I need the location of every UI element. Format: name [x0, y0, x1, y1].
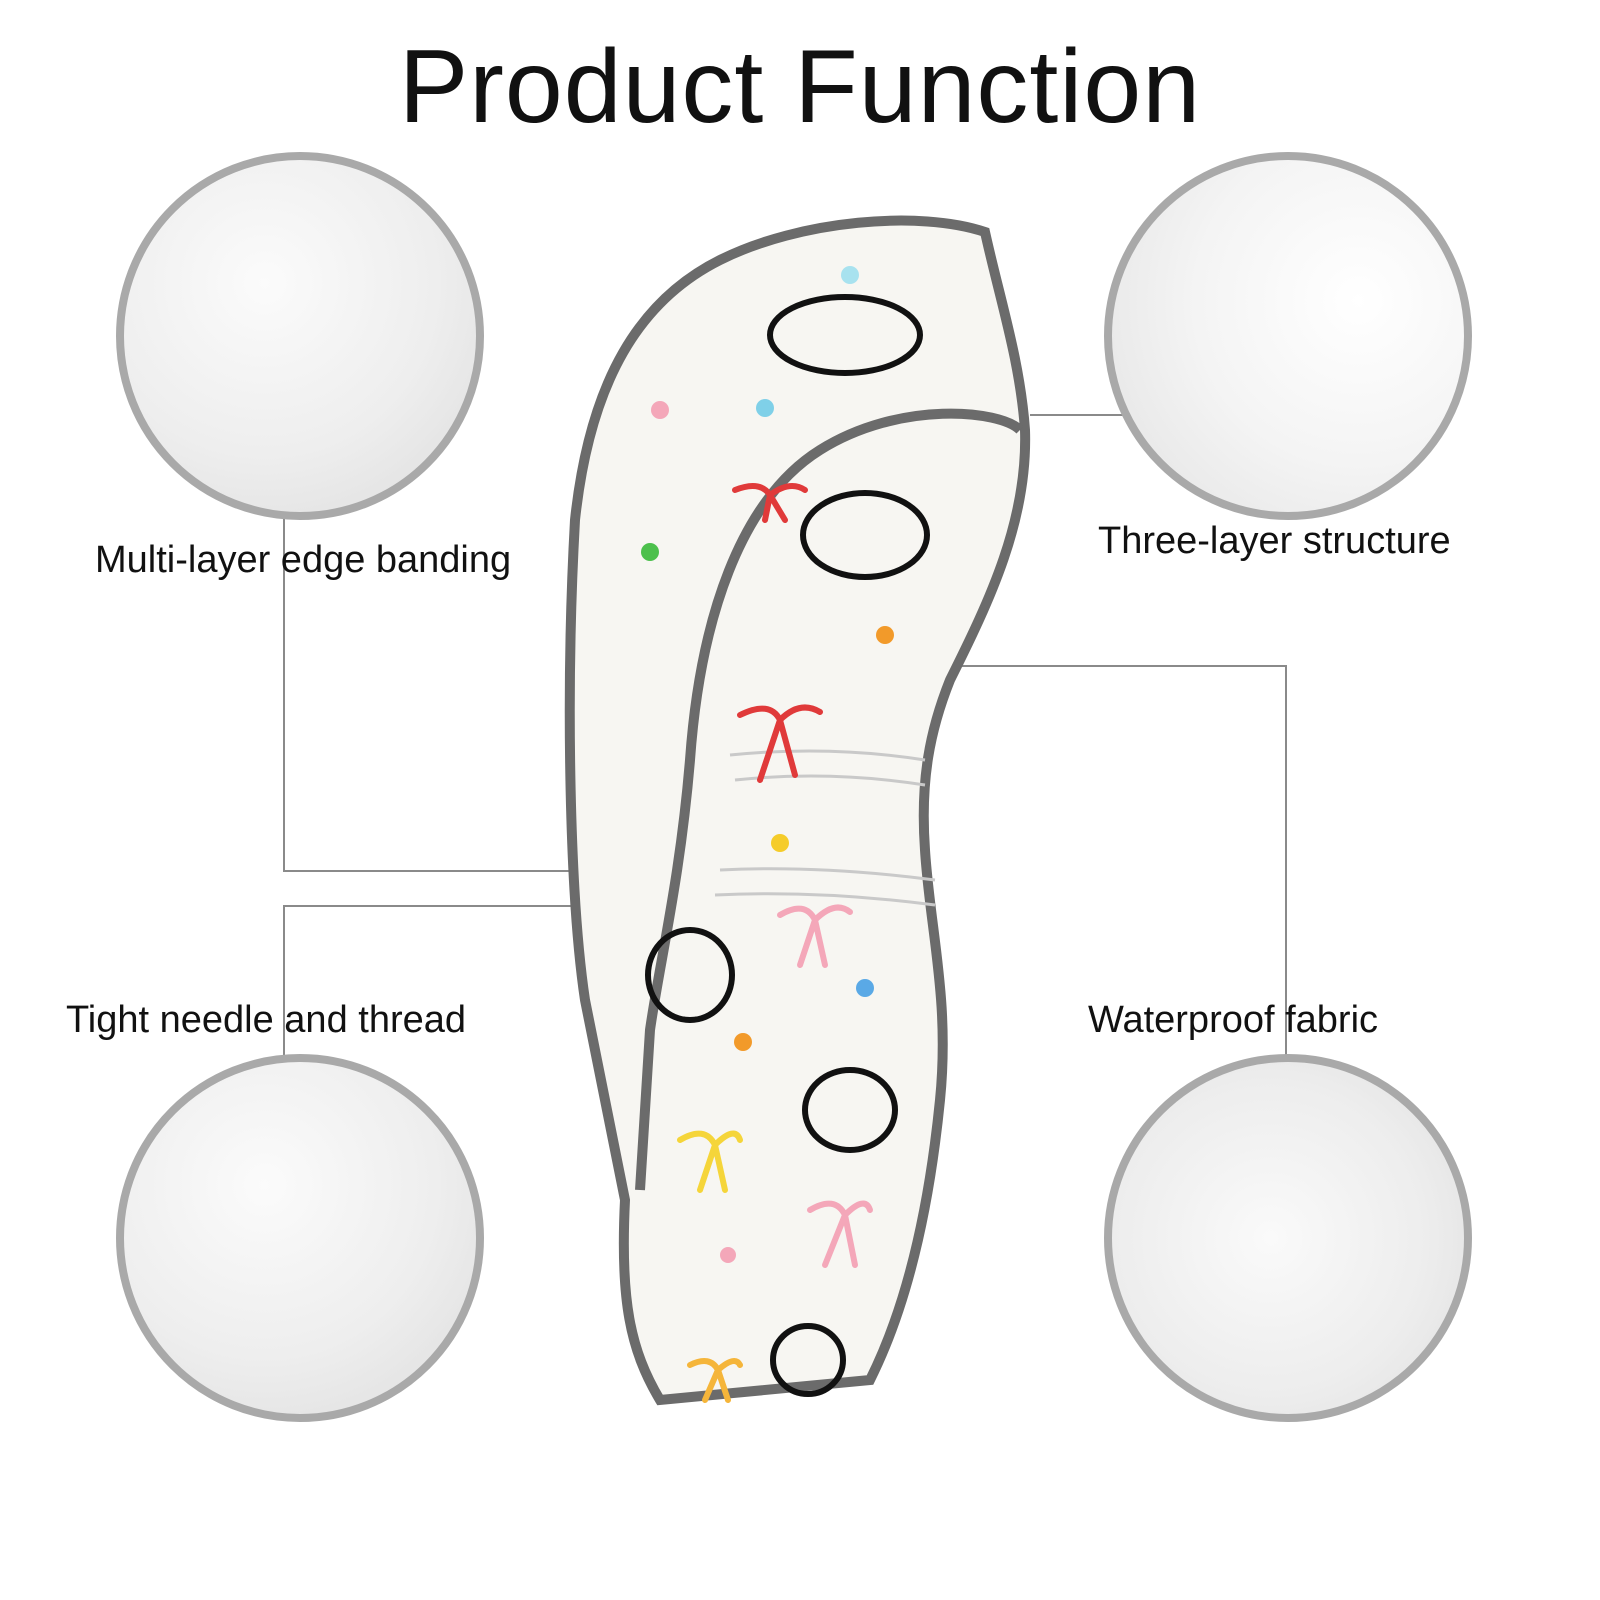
- connector-line: [283, 905, 603, 907]
- confetti-dots: [641, 266, 894, 1263]
- connector-line: [283, 905, 285, 1055]
- connector-line: [283, 870, 623, 872]
- three-layer-detail-image: [1104, 152, 1472, 520]
- dog-face-pattern: [645, 294, 930, 1397]
- needle-thread-detail-image: [116, 1054, 484, 1422]
- edge-banding-detail-image: [116, 152, 484, 520]
- label-edge-banding: Multi-layer edge banding: [95, 539, 512, 581]
- waterproof-detail-image: [1104, 1054, 1472, 1422]
- label-needle-thread: Tight needle and thread: [66, 999, 467, 1041]
- bow-pattern: [677, 483, 873, 1403]
- connector-line: [1285, 665, 1287, 1055]
- label-three-layer: Three-layer structure: [1098, 520, 1451, 562]
- label-waterproof: Waterproof fabric: [1088, 999, 1379, 1041]
- page-title: Product Function: [398, 29, 1202, 145]
- connector-line: [283, 512, 285, 872]
- connector-line: [1030, 414, 1124, 416]
- connector-line: [900, 665, 1287, 667]
